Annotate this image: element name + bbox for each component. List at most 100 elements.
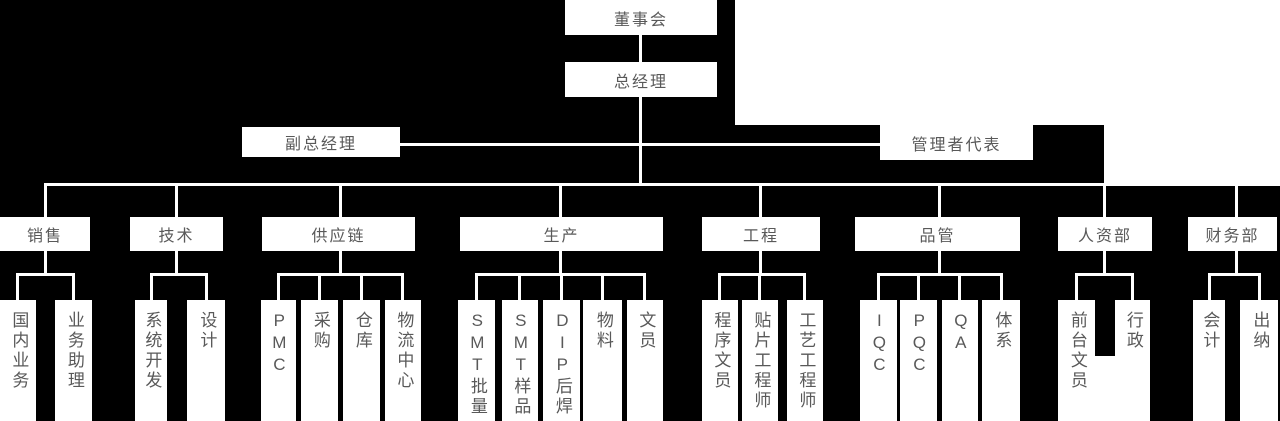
dept-label: 供应链 [311, 228, 366, 245]
drop-child [1075, 276, 1078, 300]
child-label: 设计 [197, 311, 217, 351]
drop-dept-child [559, 251, 562, 273]
drop-child [277, 276, 280, 300]
drop-child [958, 276, 961, 300]
drop-dept-child [1103, 251, 1106, 273]
drop-child [643, 276, 646, 300]
child-box: 工艺工程师 [787, 300, 823, 421]
drop-child [150, 276, 153, 300]
childline-production [475, 273, 646, 276]
drop-child [1258, 276, 1261, 300]
child-box: 仓库 [343, 300, 380, 421]
drop-dept [759, 186, 762, 217]
org-node-label: 副总经理 [284, 136, 357, 153]
child-label: 行政 [1123, 311, 1143, 351]
child-label: 前台文员 [1067, 311, 1087, 391]
child-label: 程序文员 [711, 311, 731, 391]
drop-child [205, 276, 208, 300]
dept-label: 品管 [919, 228, 956, 245]
dept-hr: 人资部 [1058, 217, 1152, 251]
child-box: 贴片工程师 [742, 300, 778, 421]
connector-board-gm [639, 35, 642, 62]
child-label: 业务助理 [64, 311, 84, 391]
child-label: 仓库 [352, 311, 372, 351]
drop-dept-child [759, 251, 762, 273]
drop-dept [1235, 186, 1238, 217]
child-label: 采购 [310, 311, 330, 351]
drop-child [758, 276, 761, 300]
dept-label: 工程 [742, 228, 779, 245]
drop-dept [175, 186, 178, 217]
child-box: 采购 [301, 300, 338, 421]
drop-child [718, 276, 721, 300]
drop-dept [938, 186, 941, 217]
dept-sales: 销售 [0, 217, 90, 251]
drop-child [917, 276, 920, 300]
childline-hr [1075, 273, 1134, 276]
dept-label: 生产 [543, 228, 580, 245]
connector-gm-deptline [639, 97, 642, 186]
drop-dept-child [1235, 251, 1238, 273]
drop-child [560, 276, 563, 300]
dept-quality: 品管 [855, 217, 1020, 251]
child-box: 物料 [583, 300, 622, 421]
org-node-vice-gm: 副总经理 [242, 127, 400, 157]
child-label: 物流中心 [394, 311, 414, 391]
dept-finance: 财务部 [1188, 217, 1277, 251]
background-patch-hr-bridge [1095, 356, 1115, 421]
child-label: IQC [869, 311, 889, 377]
child-box: PMC [261, 300, 296, 421]
connector-staff-horizontal [400, 143, 880, 146]
org-node-board: 董事会 [565, 0, 717, 35]
drop-dept-child [44, 251, 47, 273]
drop-dept [559, 186, 562, 217]
drop-child [518, 276, 521, 300]
drop-child [1000, 276, 1003, 300]
child-box: 设计 [187, 300, 225, 421]
child-box: 文员 [627, 300, 663, 421]
org-node-label: 管理者代表 [911, 136, 1002, 154]
child-box: SMT样品 [502, 300, 538, 421]
child-label: 会计 [1200, 311, 1220, 351]
child-label: PQC [909, 311, 929, 377]
drop-child [318, 276, 321, 300]
child-box: IQC [860, 300, 897, 421]
childline-tech [150, 273, 208, 276]
drop-dept-child [938, 251, 941, 273]
drop-child [803, 276, 806, 300]
drop-child [1208, 276, 1211, 300]
child-label: 文员 [636, 311, 656, 351]
child-label: 贴片工程师 [751, 311, 771, 411]
drop-dept [44, 186, 47, 217]
drop-dept-child [339, 251, 342, 273]
drop-child [360, 276, 363, 300]
childline-quality [877, 273, 1003, 276]
org-node-label: 董事会 [613, 11, 668, 29]
child-box: 业务助理 [55, 300, 92, 421]
child-box: 出纳 [1240, 300, 1278, 421]
drop-child [1131, 276, 1134, 300]
drop-child [475, 276, 478, 300]
child-label: 系统开发 [142, 311, 162, 391]
child-label: SMT批量 [467, 311, 487, 417]
child-box: 会计 [1193, 300, 1225, 421]
child-box: SMT批量 [458, 300, 495, 421]
connector-dept-horizontal [44, 183, 1238, 186]
drop-child [72, 276, 75, 300]
childline-sales [16, 273, 75, 276]
child-box: 物流中心 [385, 300, 421, 421]
drop-child [16, 276, 19, 300]
drop-dept-child [175, 251, 178, 273]
dept-label: 财务部 [1205, 228, 1260, 245]
child-label: DIP后焊 [552, 311, 572, 417]
child-box: QA [942, 300, 978, 421]
drop-child [877, 276, 880, 300]
childline-engineering [718, 273, 806, 276]
drop-dept [1103, 186, 1106, 217]
dept-engineering: 工程 [702, 217, 820, 251]
childline-supply [277, 273, 404, 276]
childline-finance [1208, 273, 1261, 276]
child-box: 体系 [982, 300, 1020, 421]
child-box: PQC [900, 300, 937, 421]
background-patch-right [1104, 0, 1280, 186]
